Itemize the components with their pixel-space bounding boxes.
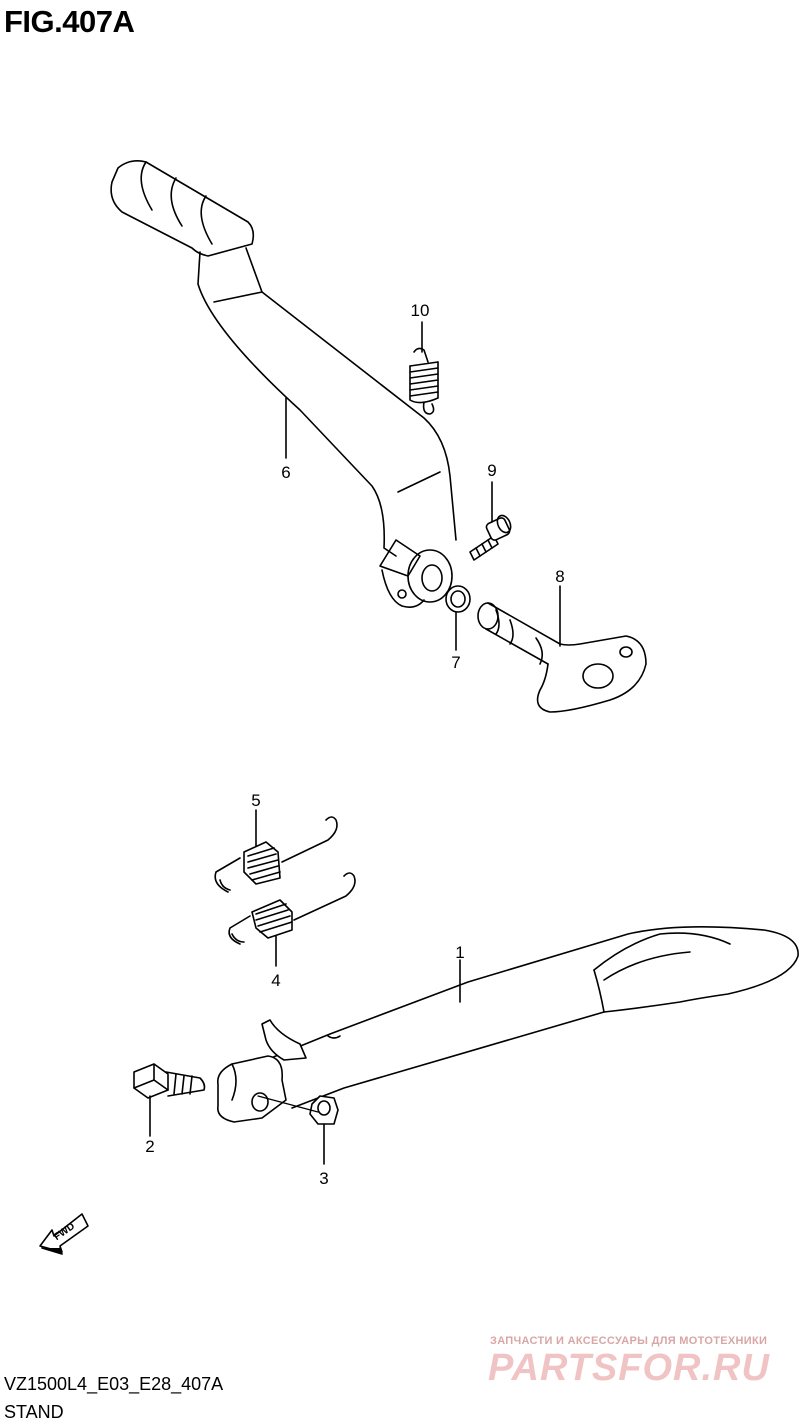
side-stand-part[interactable] [216, 926, 799, 1123]
callout-4: 4 [271, 971, 280, 990]
return-spring-part[interactable] [409, 347, 439, 415]
watermark-logo: PARTSFOR.RU [488, 1347, 770, 1389]
figure-title: FIG.407A [4, 4, 135, 39]
stand-bolt-part[interactable] [133, 1063, 206, 1099]
callout-3: 3 [319, 1169, 328, 1188]
pivot-shaft-part[interactable] [477, 602, 647, 713]
brake-pedal-part[interactable] [110, 160, 457, 608]
callout-2: 2 [145, 1137, 154, 1156]
section-name: STAND [4, 1402, 64, 1422]
washer-part[interactable] [445, 585, 471, 613]
forward-arrow-icon: FWD [39, 1213, 89, 1255]
assembly-line [257, 1095, 319, 1113]
callout-8: 8 [555, 567, 564, 586]
watermark-tagline: ЗАПЧАСТИ И АКСЕССУАРЫ ДЛЯ МОТОТЕХНИКИ [490, 1335, 768, 1347]
bolt-part[interactable] [469, 513, 513, 561]
callout-6: 6 [281, 463, 290, 482]
model-code: VZ1500L4_E03_E28_407A [4, 1374, 224, 1394]
callout-1: 1 [455, 943, 464, 962]
callout-5: 5 [251, 791, 260, 810]
spring-lower-part[interactable] [228, 872, 356, 945]
spring-upper-part[interactable] [214, 816, 338, 893]
callout-7: 7 [451, 653, 460, 672]
callout-10: 10 [411, 301, 430, 320]
stand-nut-part[interactable] [309, 1095, 339, 1125]
callout-9: 9 [487, 461, 496, 480]
